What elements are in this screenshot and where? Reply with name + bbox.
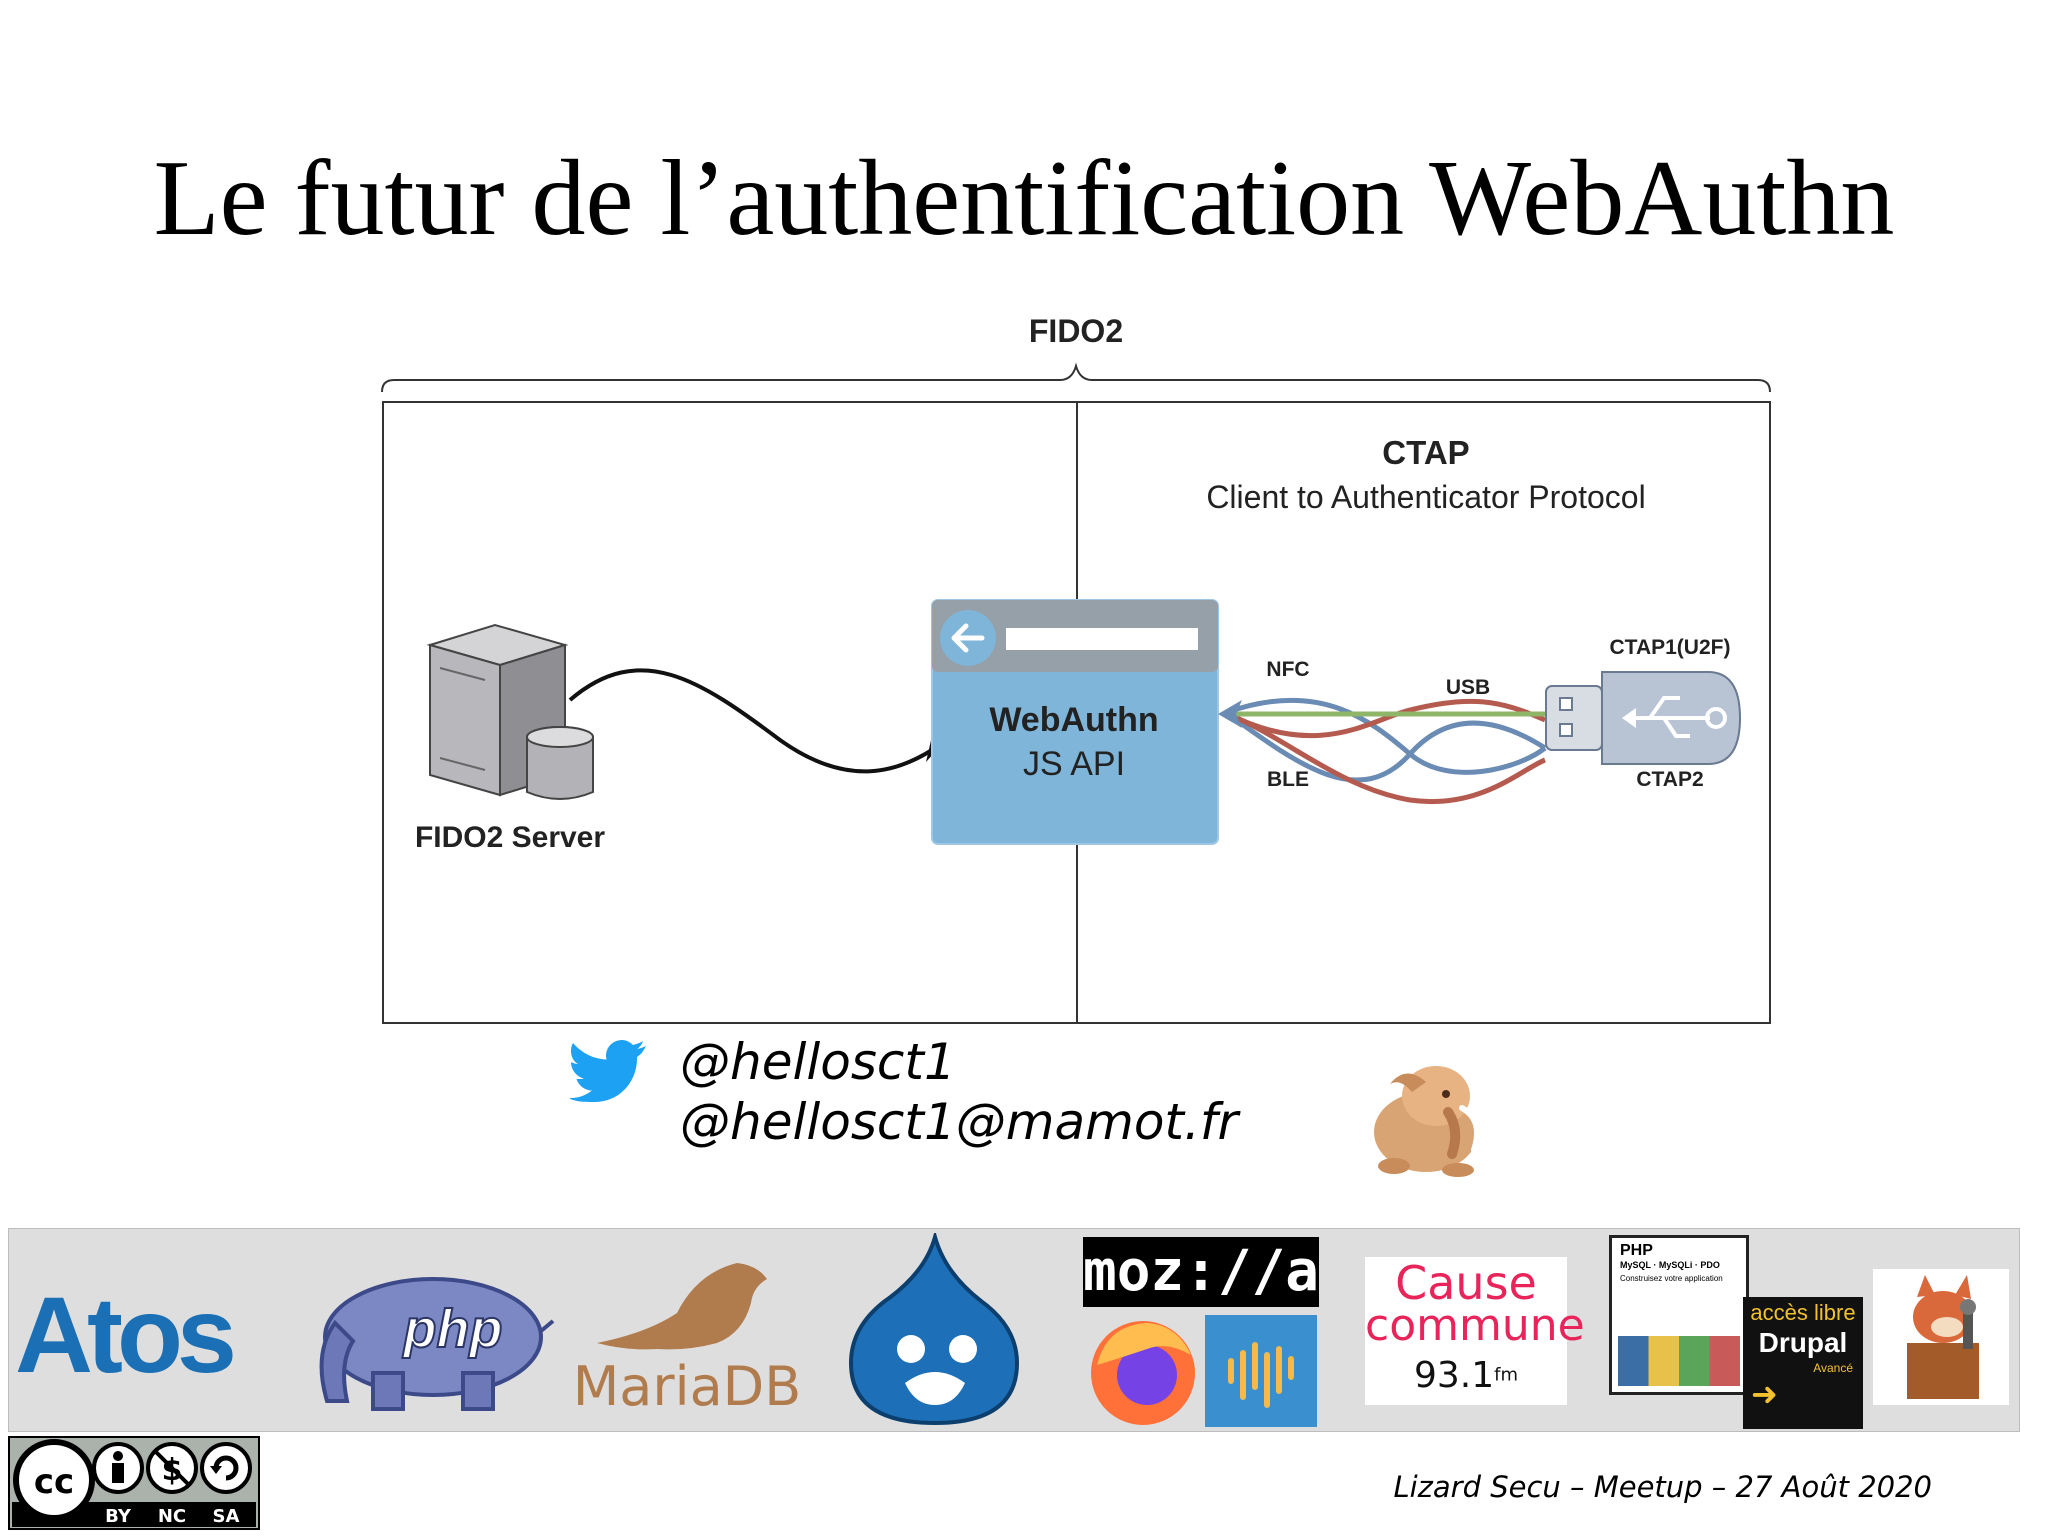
fido2-brace [381, 362, 1771, 393]
voice-bars-icon [1228, 1342, 1294, 1408]
arrow-icon: ➜ [1751, 1376, 1778, 1412]
mozilla-voice-logo [1205, 1315, 1317, 1427]
by-text: BY [105, 1506, 132, 1527]
mastodon-mammoth-logo [1374, 1066, 1480, 1177]
atos-logo-text: Atos [15, 1274, 237, 1395]
sa-text: SA [213, 1506, 240, 1527]
ble-label: BLE [1267, 768, 1309, 791]
php-book-title: PHP [1620, 1242, 1653, 1259]
sponsor-strip: Atos php MariaDB moz://a Cause commune 9 [8, 1228, 2020, 1432]
webauthn-title: WebAuthn [989, 701, 1158, 739]
ctap-subtitle: Client to Authenticator Protocol [1206, 479, 1645, 515]
mariadb-logo-text: MariaDB [573, 1355, 802, 1418]
nc-text: NC [158, 1506, 186, 1527]
ble-curve [1226, 711, 1547, 783]
contacts-block: @hellosct1 @hellosct1@mamot.fr [570, 1030, 1370, 1180]
twitter-bird-icon [570, 1040, 646, 1102]
php-book-subtitle: MySQL · MySQLi · PDO [1620, 1260, 1720, 1270]
fido2-diagram: FIDO2 CTAP Client to Authenticator Proto… [381, 313, 1771, 1024]
firefox-logo [1091, 1321, 1195, 1425]
cc-by-nc-sa-badge[interactable]: cc $ BY NC SA [8, 1436, 260, 1530]
transport-arrowhead [1218, 700, 1242, 728]
mariadb-logo: MariaDB [573, 1263, 802, 1418]
drupal-book-series: accès libre [1750, 1300, 1856, 1325]
usb-curve [1226, 698, 1547, 739]
php-logo-text: php [402, 1299, 503, 1359]
php-book-illustration [1618, 1336, 1740, 1386]
drupal-book-subtitle: Avancé [1813, 1361, 1853, 1375]
cause-commune-fm: fm [1494, 1364, 1519, 1386]
address-bar [1006, 628, 1198, 650]
slide-title: Le futur de l’authentification WebAuthn [153, 139, 1895, 258]
usb-key-icon [1545, 671, 1742, 765]
webauthn-window [931, 599, 1219, 845]
server-label: FIDO2 Server [415, 821, 605, 854]
slide-footer: Lizard Secu – Meetup – 27 Août 2020 [1393, 1470, 1932, 1504]
lizard-mascot-logo [1873, 1269, 2009, 1405]
server-arrow [568, 668, 934, 774]
usb-curve-2 [1227, 711, 1546, 804]
cc-text: cc [34, 1462, 74, 1502]
mozilla-logo-text: moz://a [1083, 1239, 1320, 1304]
cause-commune-frequency: 93.1 [1413, 1355, 1495, 1396]
php-book-tagline: Construisez votre application [1620, 1274, 1723, 1283]
webauthn-subtitle: JS API [1023, 745, 1125, 783]
ctap2-label: CTAP2 [1636, 768, 1703, 791]
ctap1-label: CTAP1(U2F) [1610, 636, 1731, 659]
usb-symbol-icon [1626, 696, 1710, 738]
mozilla-logo: moz://a [1083, 1237, 1319, 1307]
cause-commune-line1: Cause [1395, 1256, 1537, 1310]
drupal-book-cover: accès libre Drupal Avancé ➜ [1743, 1297, 1863, 1429]
usb-label: USB [1446, 676, 1490, 699]
cause-commune-logo: Cause commune 93.1fm [1365, 1256, 1585, 1405]
drupal-drop-logo [848, 1233, 1020, 1426]
fido2-brace-label: FIDO2 [1029, 313, 1123, 349]
atos-logo: Atos [15, 1281, 295, 1401]
server-icon [426, 623, 594, 800]
nfc-label: NFC [1266, 658, 1309, 681]
ctap-title: CTAP [1382, 434, 1469, 471]
twitter-handle[interactable]: @hellosct1 [680, 1033, 956, 1091]
php-book-cover: PHP MySQL · MySQLi · PDO Construisez vot… [1609, 1235, 1749, 1395]
cause-commune-line2: commune [1365, 1300, 1585, 1351]
mastodon-handle[interactable]: @hellosct1@mamot.fr [680, 1093, 1239, 1151]
drupal-book-title: Drupal [1758, 1327, 1848, 1358]
php-elephant-logo: php [319, 1277, 555, 1411]
sa-icon [200, 1442, 252, 1494]
